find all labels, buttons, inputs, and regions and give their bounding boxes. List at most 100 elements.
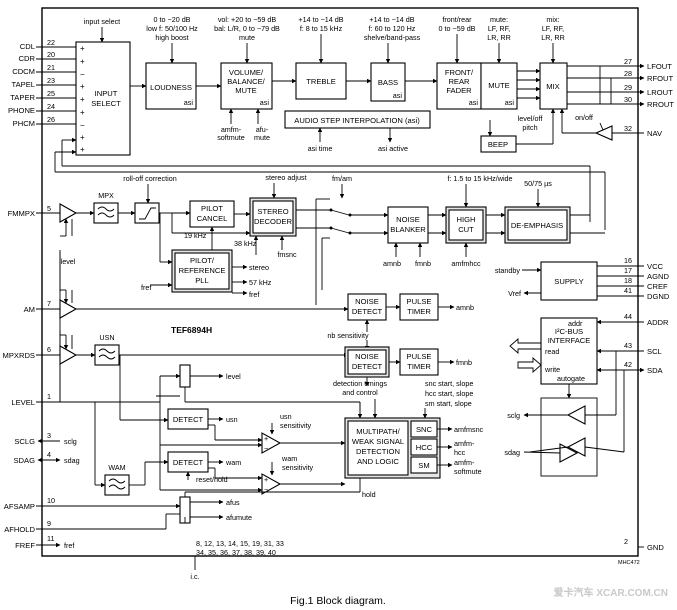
svg-text:DETECT: DETECT bbox=[173, 458, 204, 467]
svg-text:amnb: amnb bbox=[456, 303, 474, 312]
svg-text:stereo: stereo bbox=[249, 263, 269, 272]
svg-text:7: 7 bbox=[47, 299, 51, 308]
svg-text:44: 44 bbox=[624, 312, 632, 321]
svg-text:detection timings: detection timings bbox=[333, 379, 387, 388]
svg-text:addr: addr bbox=[568, 319, 583, 328]
svg-text:6: 6 bbox=[47, 345, 51, 354]
svg-text:AM: AM bbox=[24, 305, 35, 314]
treble-block: +14 to −14 dB f: 8 to 15 kHz TREBLE bbox=[295, 15, 347, 100]
usn-comparator: + − usn sensitivity bbox=[261, 412, 346, 454]
svg-text:SUPPLY: SUPPLY bbox=[554, 277, 583, 286]
svg-text:AFSAMP: AFSAMP bbox=[4, 502, 35, 511]
svg-text:mute: mute bbox=[254, 133, 270, 142]
pilot-cancel-block: PILOT CANCEL 19 kHz bbox=[184, 200, 251, 255]
pin-afhold: AFHOLD 9 bbox=[4, 513, 180, 534]
fm-am-switch: fm/am bbox=[296, 174, 389, 305]
svg-text:CDR: CDR bbox=[19, 54, 36, 63]
high-cut-block: f: 1.5 to 15 kHz/wide HIGH CUT amfmhcc bbox=[445, 174, 513, 268]
svg-text:PILOT/: PILOT/ bbox=[190, 256, 215, 265]
pin-gnd: 2 GND bbox=[624, 537, 664, 552]
svg-text:16: 16 bbox=[624, 256, 632, 265]
svg-text:FMMPX: FMMPX bbox=[8, 209, 35, 218]
svg-text:CUT: CUT bbox=[458, 225, 474, 234]
svg-text:Vref: Vref bbox=[508, 289, 521, 298]
svg-text:level: level bbox=[61, 257, 76, 266]
stereo-decoder-block: stereo adjust STEREO DECODER 38 kHz fmsn… bbox=[234, 173, 307, 259]
svg-text:asi: asi bbox=[260, 98, 270, 107]
svg-text:low f: 50/100 Hz: low f: 50/100 Hz bbox=[146, 24, 198, 33]
svg-text:asi active: asi active bbox=[378, 144, 408, 153]
svg-text:−: − bbox=[264, 485, 268, 494]
svg-text:+: + bbox=[80, 82, 85, 91]
svg-text:i.c.: i.c. bbox=[190, 572, 199, 581]
svg-text:MULTIPATH/: MULTIPATH/ bbox=[356, 427, 400, 436]
svg-text:f: 60 to 120 Hz: f: 60 to 120 Hz bbox=[369, 24, 416, 33]
svg-text:+: + bbox=[80, 145, 85, 154]
svg-text:amfm-: amfm- bbox=[221, 125, 242, 134]
volume-block: vol: +20 to −59 dB bal: L/R, 0 to −79 dB… bbox=[214, 15, 280, 142]
svg-text:AND LOGIC: AND LOGIC bbox=[357, 457, 399, 466]
svg-text:27: 27 bbox=[624, 57, 632, 66]
svg-text:DE-EMPHASIS: DE-EMPHASIS bbox=[511, 221, 563, 230]
pin-afsamp: AFSAMP 10 bbox=[4, 496, 181, 511]
svg-text:PULSE: PULSE bbox=[407, 297, 432, 306]
beep-block: BEEP level/off pitch bbox=[480, 108, 556, 153]
svg-text:sdag: sdag bbox=[504, 448, 520, 457]
svg-text:DECODER: DECODER bbox=[254, 217, 292, 226]
svg-text:CANCEL: CANCEL bbox=[197, 214, 228, 223]
svg-text:MPX: MPX bbox=[98, 191, 114, 200]
svg-text:asi: asi bbox=[393, 91, 403, 100]
svg-text:and control: and control bbox=[342, 388, 378, 397]
svg-text:AGND: AGND bbox=[647, 272, 669, 281]
svg-text:sclg: sclg bbox=[64, 437, 77, 446]
svg-text:28: 28 bbox=[624, 69, 632, 78]
svg-text:−: − bbox=[264, 444, 268, 453]
doc-code: MHC472 bbox=[618, 560, 640, 566]
svg-text:amfmsnc: amfmsnc bbox=[454, 425, 484, 434]
svg-text:+: + bbox=[80, 133, 85, 142]
svg-text:amfmhcc: amfmhcc bbox=[451, 259, 481, 268]
svg-text:level/off: level/off bbox=[518, 114, 543, 123]
svg-text:+14 to −14 dB: +14 to −14 dB bbox=[298, 15, 343, 24]
svg-text:softmute: softmute bbox=[217, 133, 245, 142]
svg-text:INTERFACE: INTERFACE bbox=[548, 336, 591, 345]
svg-text:26: 26 bbox=[47, 115, 55, 124]
svg-text:34, 35, 36, 37, 38, 39, 40: 34, 35, 36, 37, 38, 39, 40 bbox=[196, 548, 276, 557]
svg-text:reset/hold: reset/hold bbox=[196, 475, 228, 484]
svg-text:afumute: afumute bbox=[226, 513, 252, 522]
svg-text:25: 25 bbox=[47, 89, 55, 98]
noise-detect-fm-block: NOISE DETECT bbox=[344, 346, 401, 378]
svg-text:29: 29 bbox=[624, 83, 632, 92]
svg-text:GND: GND bbox=[647, 543, 664, 552]
svg-text:roll-off correction: roll-off correction bbox=[123, 174, 176, 183]
pin-level: LEVEL 1 bbox=[11, 235, 160, 407]
svg-text:FREF: FREF bbox=[15, 541, 35, 550]
noise-blanker-block: NOISE BLANKER amnb fmnb bbox=[383, 206, 447, 268]
svg-text:amfm-: amfm- bbox=[454, 439, 475, 448]
mute-block: mute: LF, RF, LR, RR MUTE asi bbox=[480, 15, 518, 110]
svg-text:softmute: softmute bbox=[454, 467, 482, 476]
svg-text:write: write bbox=[544, 365, 560, 374]
svg-text:MUTE: MUTE bbox=[488, 81, 510, 90]
svg-text:sclg: sclg bbox=[507, 411, 520, 420]
svg-text:19 kHz: 19 kHz bbox=[184, 231, 207, 240]
svg-text:input select: input select bbox=[84, 17, 120, 26]
svg-text:NOISE: NOISE bbox=[396, 215, 420, 224]
svg-text:mute: mute bbox=[239, 33, 255, 42]
svg-text:usn: usn bbox=[226, 415, 238, 424]
svg-text:57 kHz: 57 kHz bbox=[249, 278, 272, 287]
svg-text:pitch: pitch bbox=[522, 123, 537, 132]
svg-text:AFHOLD: AFHOLD bbox=[4, 525, 35, 534]
svg-text:AUDIO STEP INTERPOLATION (asi): AUDIO STEP INTERPOLATION (asi) bbox=[294, 116, 420, 125]
svg-text:fmnb: fmnb bbox=[415, 259, 431, 268]
svg-text:SM: SM bbox=[418, 461, 429, 470]
svg-text:fmnb: fmnb bbox=[456, 358, 472, 367]
svg-text:asi: asi bbox=[184, 98, 194, 107]
svg-text:CREF: CREF bbox=[647, 282, 668, 291]
svg-text:TREBLE: TREBLE bbox=[306, 77, 336, 86]
svg-text:TIMER: TIMER bbox=[407, 362, 431, 371]
svg-text:−: − bbox=[80, 121, 85, 130]
svg-text:8, 12, 13, 14, 15, 19, 31, 33: 8, 12, 13, 14, 15, 19, 31, 33 bbox=[196, 539, 284, 548]
svg-text:−: − bbox=[80, 70, 85, 79]
